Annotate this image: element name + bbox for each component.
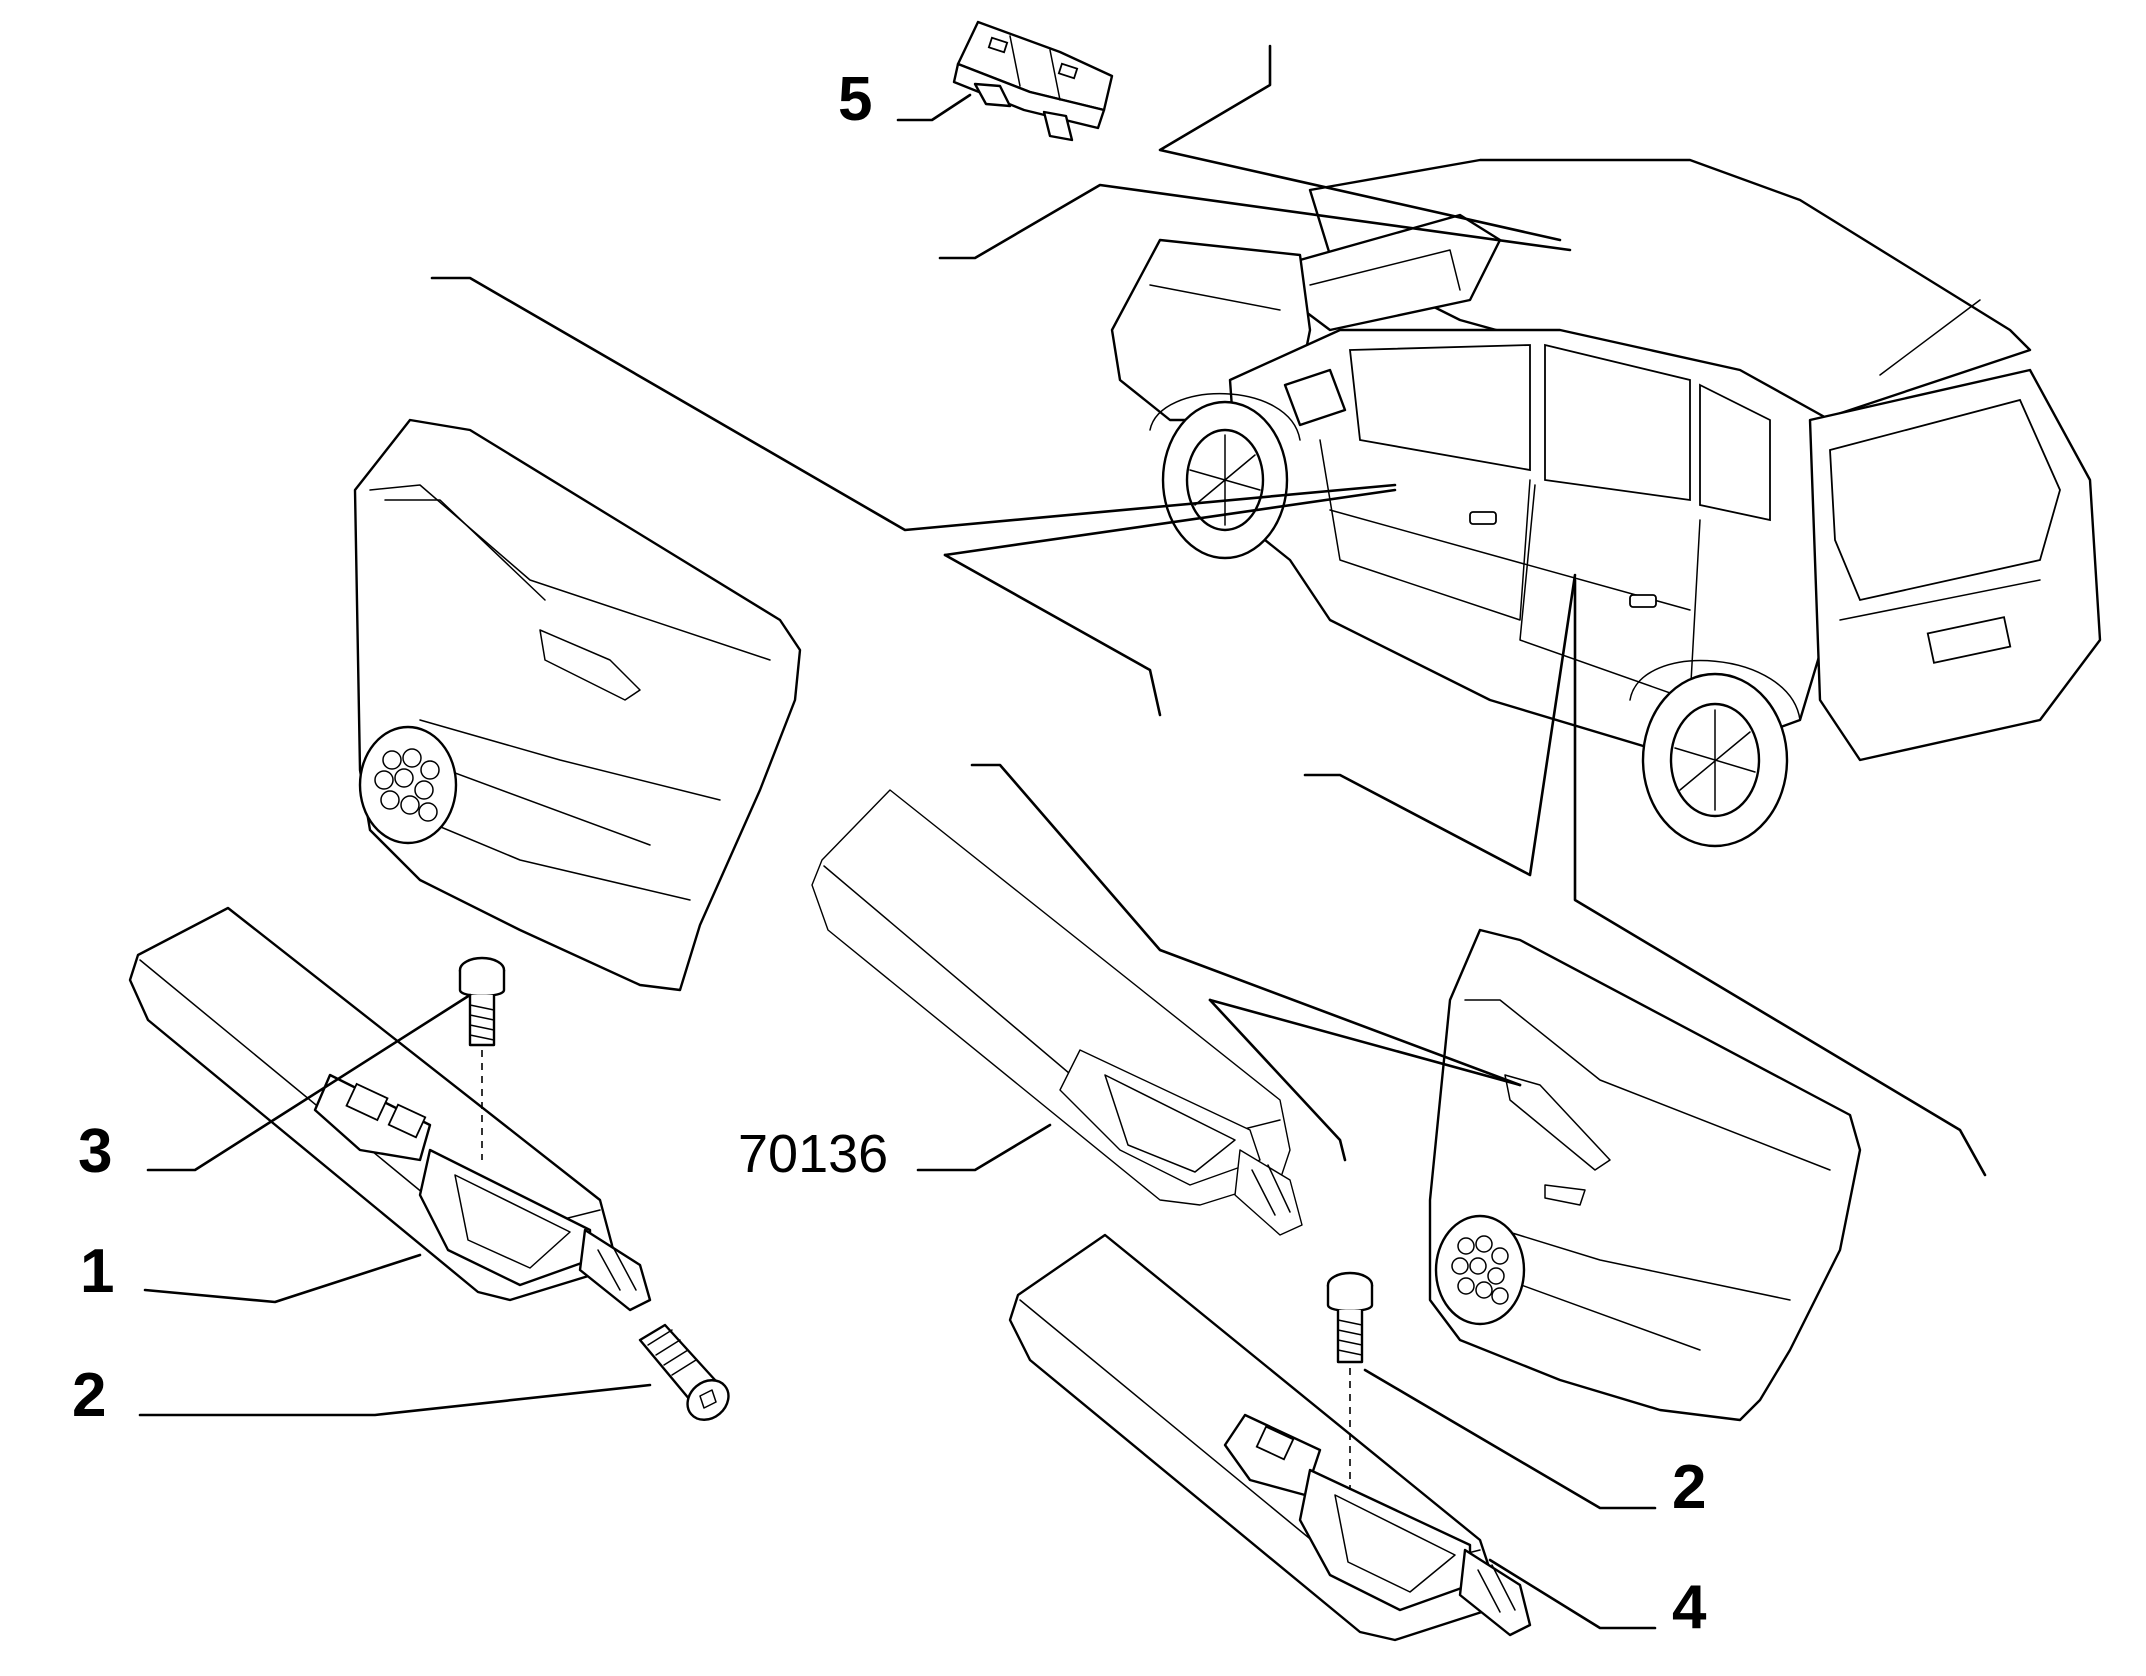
reference-number: 70136 — [738, 1124, 888, 1184]
screw-part-2-left — [638, 1323, 730, 1421]
rear-armrest-reference-part — [811, 789, 1303, 1236]
screw-part-3 — [458, 956, 506, 1160]
callout-2-right: 2 — [1672, 1453, 1706, 1522]
rear-armrest-part-4 — [1008, 1233, 1532, 1642]
callout-3: 3 — [78, 1117, 112, 1186]
screw-part-2-right — [1326, 1271, 1374, 1490]
callout-5: 5 — [838, 65, 872, 134]
leader-lines — [430, 44, 1987, 1177]
front-armrest-part-1 — [128, 906, 652, 1312]
front-door-panel — [353, 418, 802, 992]
callout-2-left: 2 — [72, 1361, 106, 1430]
car-illustration — [1110, 158, 2102, 848]
rear-door-panel — [1428, 928, 1862, 1422]
callout-4: 4 — [1672, 1573, 1707, 1642]
callout-leaders — [138, 93, 1657, 1630]
callout-1: 1 — [80, 1237, 114, 1306]
switch-block-part — [952, 20, 1114, 142]
